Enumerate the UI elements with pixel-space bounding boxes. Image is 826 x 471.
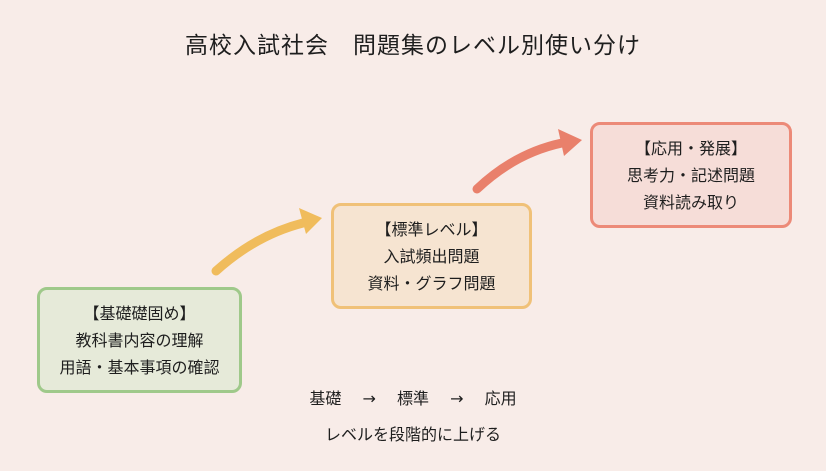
- level-item: 思考力・記述問題: [626, 165, 755, 185]
- arrow-basic-to-standard: [211, 218, 308, 276]
- arrow-standard-to-advanced: [472, 138, 567, 194]
- level-item: 資料読み取り: [642, 192, 739, 212]
- flow-step-advanced: 応用: [484, 389, 517, 408]
- arrowhead-standard: [299, 208, 322, 234]
- level-flow: 基礎 → 標準 → 応用: [0, 388, 826, 410]
- flow-caption: レベルを段階的に上げる: [324, 425, 501, 444]
- arrowhead-advanced: [558, 129, 582, 156]
- level-heading: 【標準レベル】: [375, 219, 488, 239]
- diagram-title: 高校入試社会 問題集のレベル別使い分け: [185, 33, 641, 59]
- flow-step-basic: 基礎: [309, 389, 342, 408]
- level-item: 用語・基本事項の確認: [59, 357, 220, 377]
- flow-step-standard: 標準: [396, 389, 429, 408]
- level-box-standard: 【標準レベル】 入試頻出問題 資料・グラフ問題: [331, 203, 532, 309]
- level-item: 資料・グラフ問題: [367, 273, 496, 293]
- level-item: 教科書内容の理解: [75, 330, 204, 350]
- level-box-advanced: 【応用・発展】 思考力・記述問題 資料読み取り: [590, 122, 792, 228]
- level-heading: 【基礎礎固め】: [83, 303, 196, 323]
- flow-arrow-icon: →: [450, 389, 464, 408]
- level-box-basic: 【基礎礎固め】 教科書内容の理解 用語・基本事項の確認: [37, 287, 242, 393]
- level-heading: 【応用・発展】: [634, 138, 747, 158]
- level-item: 入試頻出問題: [383, 246, 480, 266]
- flow-arrow-icon: →: [362, 389, 376, 408]
